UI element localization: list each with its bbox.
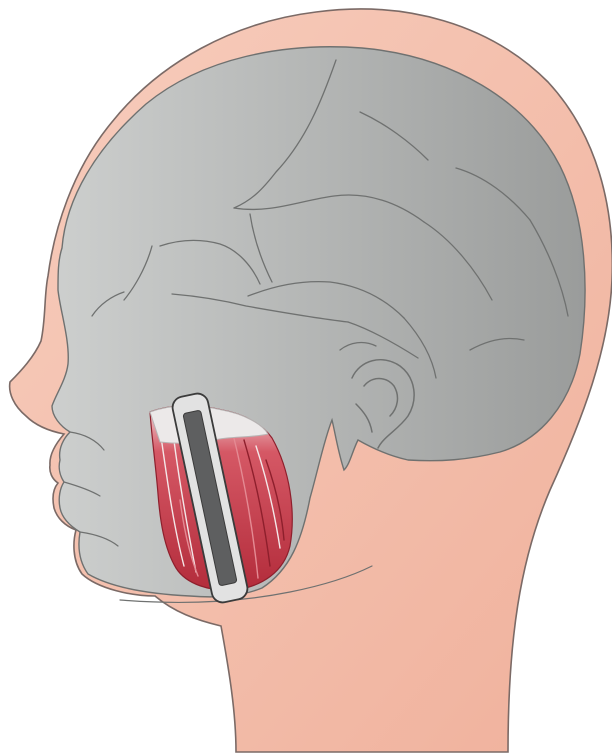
head-illustration [0, 0, 612, 755]
